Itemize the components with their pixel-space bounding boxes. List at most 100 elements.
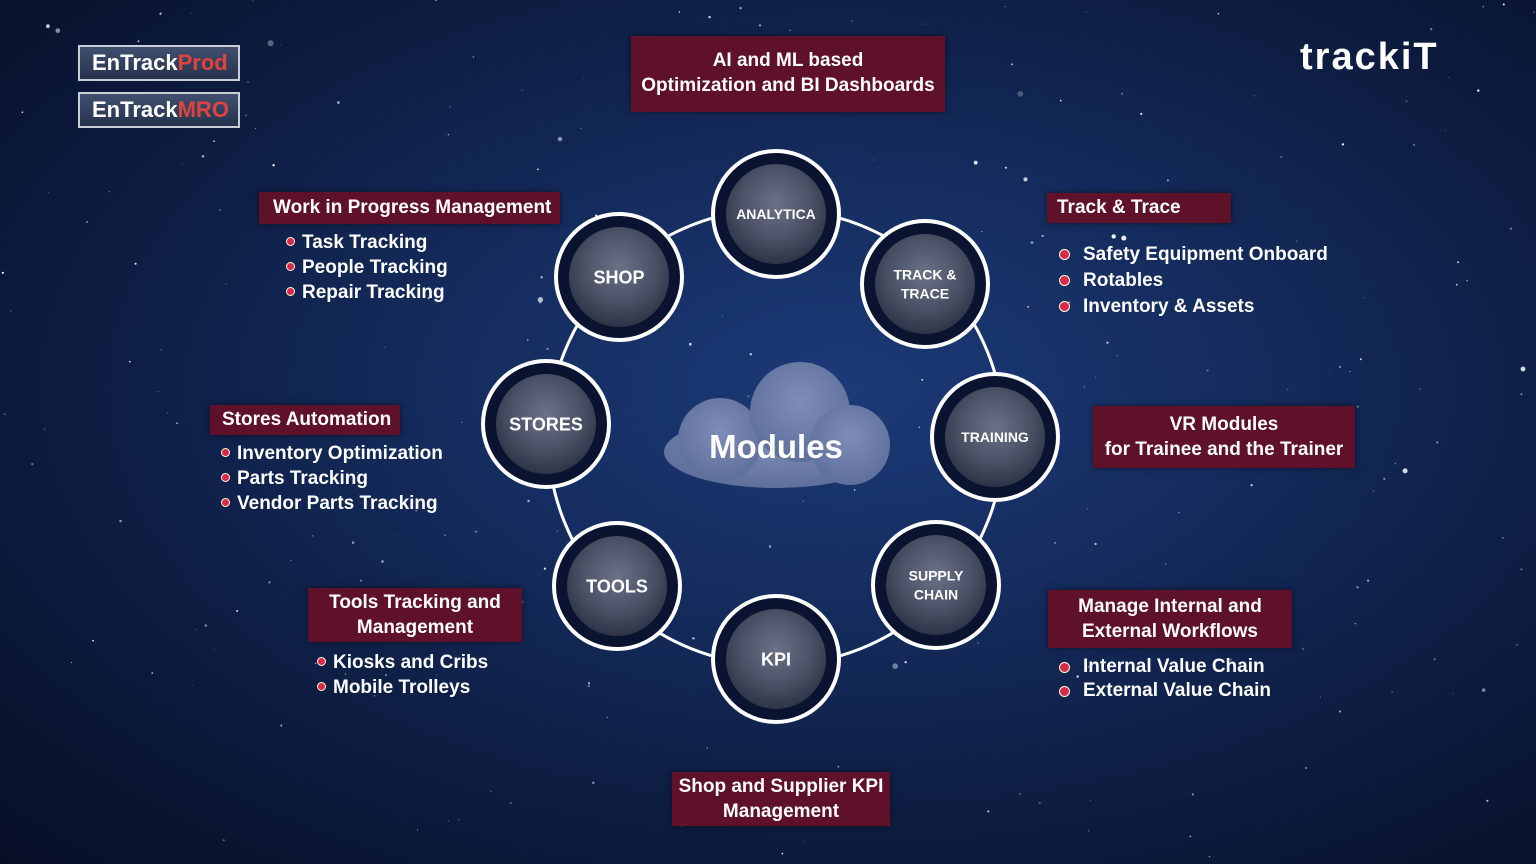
star bbox=[86, 221, 89, 223]
trackit-logo: trackiT bbox=[1300, 36, 1439, 78]
star bbox=[1341, 143, 1345, 146]
star bbox=[214, 649, 216, 650]
star bbox=[540, 276, 543, 279]
star bbox=[1457, 261, 1460, 264]
module-node-shop[interactable]: SHOP bbox=[554, 212, 684, 342]
bullet-dot bbox=[317, 682, 326, 691]
star bbox=[1305, 766, 1308, 770]
star bbox=[272, 164, 275, 167]
star bbox=[1085, 11, 1087, 13]
star bbox=[1405, 100, 1408, 103]
list-item: People Tracking bbox=[286, 255, 448, 280]
analytics-panel: AI and ML based Optimization and BI Dash… bbox=[631, 36, 945, 112]
star bbox=[43, 428, 46, 431]
list-item: Repair Tracking bbox=[286, 280, 448, 305]
star bbox=[70, 661, 72, 664]
star bbox=[1466, 279, 1468, 282]
entrack-mro-badge[interactable]: EnTrackMRO bbox=[78, 92, 240, 128]
star bbox=[739, 7, 742, 10]
star bbox=[1, 271, 4, 274]
star bbox=[268, 581, 271, 584]
module-node-stores[interactable]: STORES bbox=[481, 359, 611, 489]
module-node-track-trace[interactable]: TRACK &TRACE bbox=[860, 219, 990, 349]
star bbox=[1178, 511, 1180, 514]
panel-title-line: External Workflows bbox=[1082, 621, 1258, 642]
star bbox=[1019, 793, 1021, 795]
star bbox=[1208, 855, 1211, 858]
module-node-tools[interactable]: TOOLS bbox=[552, 521, 682, 651]
panel-title-line: Manage Internal and bbox=[1078, 596, 1262, 617]
star bbox=[1338, 365, 1342, 369]
star bbox=[449, 106, 451, 108]
star bbox=[1477, 89, 1480, 92]
star bbox=[587, 684, 590, 688]
workflows-panel-title: Manage Internal and External Workflows bbox=[1048, 590, 1292, 648]
star bbox=[108, 190, 111, 193]
star bbox=[312, 535, 314, 537]
star bbox=[360, 579, 362, 582]
star bbox=[802, 500, 804, 502]
stores-panel-title: Stores Automation bbox=[210, 405, 400, 435]
star bbox=[1253, 95, 1255, 97]
star bbox=[722, 315, 723, 317]
module-node-analytica[interactable]: ANALYTICA bbox=[711, 149, 841, 279]
star bbox=[1482, 5, 1485, 8]
star bbox=[922, 23, 924, 25]
star bbox=[307, 455, 308, 457]
entrack-prod-badge[interactable]: EnTrackProd bbox=[78, 45, 240, 81]
star bbox=[119, 519, 122, 523]
star bbox=[1027, 306, 1030, 308]
panel-title-line: Optimization and BI Dashboards bbox=[641, 75, 935, 96]
star bbox=[201, 155, 205, 158]
star bbox=[1444, 129, 1447, 131]
star bbox=[254, 127, 257, 129]
star bbox=[873, 159, 875, 161]
star bbox=[1250, 484, 1253, 487]
list-item: Vendor Parts Tracking bbox=[221, 491, 443, 516]
star bbox=[1287, 388, 1289, 390]
star bbox=[280, 724, 283, 727]
star bbox=[1448, 76, 1450, 78]
star bbox=[1320, 696, 1321, 698]
star bbox=[134, 262, 137, 265]
badge-prefix: EnTrack bbox=[92, 97, 178, 122]
star bbox=[1106, 341, 1109, 344]
star bbox=[245, 114, 248, 117]
star bbox=[837, 766, 840, 768]
star bbox=[921, 378, 924, 381]
star bbox=[1166, 179, 1169, 182]
star bbox=[537, 297, 544, 303]
star bbox=[92, 639, 94, 642]
list-item: Safety Equipment Onboard bbox=[1059, 242, 1328, 268]
panel-title-line: AI and ML based bbox=[712, 50, 864, 71]
star bbox=[176, 422, 179, 424]
star bbox=[803, 839, 804, 841]
star bbox=[1090, 799, 1092, 801]
star bbox=[1349, 371, 1351, 372]
star bbox=[1054, 542, 1056, 544]
star bbox=[190, 12, 192, 14]
star bbox=[381, 560, 384, 563]
star bbox=[213, 140, 215, 142]
star bbox=[31, 462, 34, 466]
bullet-dot bbox=[1059, 275, 1070, 286]
bullet-dot bbox=[221, 473, 230, 482]
star bbox=[472, 56, 474, 58]
star bbox=[1429, 27, 1433, 31]
star bbox=[373, 695, 376, 697]
star bbox=[976, 642, 979, 645]
star bbox=[400, 233, 403, 236]
module-node-kpi[interactable]: KPI bbox=[711, 594, 841, 724]
bullet-dot bbox=[1059, 301, 1070, 312]
star bbox=[853, 489, 856, 491]
module-node-training[interactable]: TRAINING bbox=[930, 372, 1060, 502]
star bbox=[521, 600, 524, 603]
star bbox=[706, 747, 709, 749]
star bbox=[749, 353, 752, 356]
star bbox=[1363, 297, 1365, 299]
star bbox=[159, 12, 162, 15]
panel-title-line: for Trainee and the Trainer bbox=[1104, 439, 1344, 460]
star bbox=[892, 663, 898, 669]
